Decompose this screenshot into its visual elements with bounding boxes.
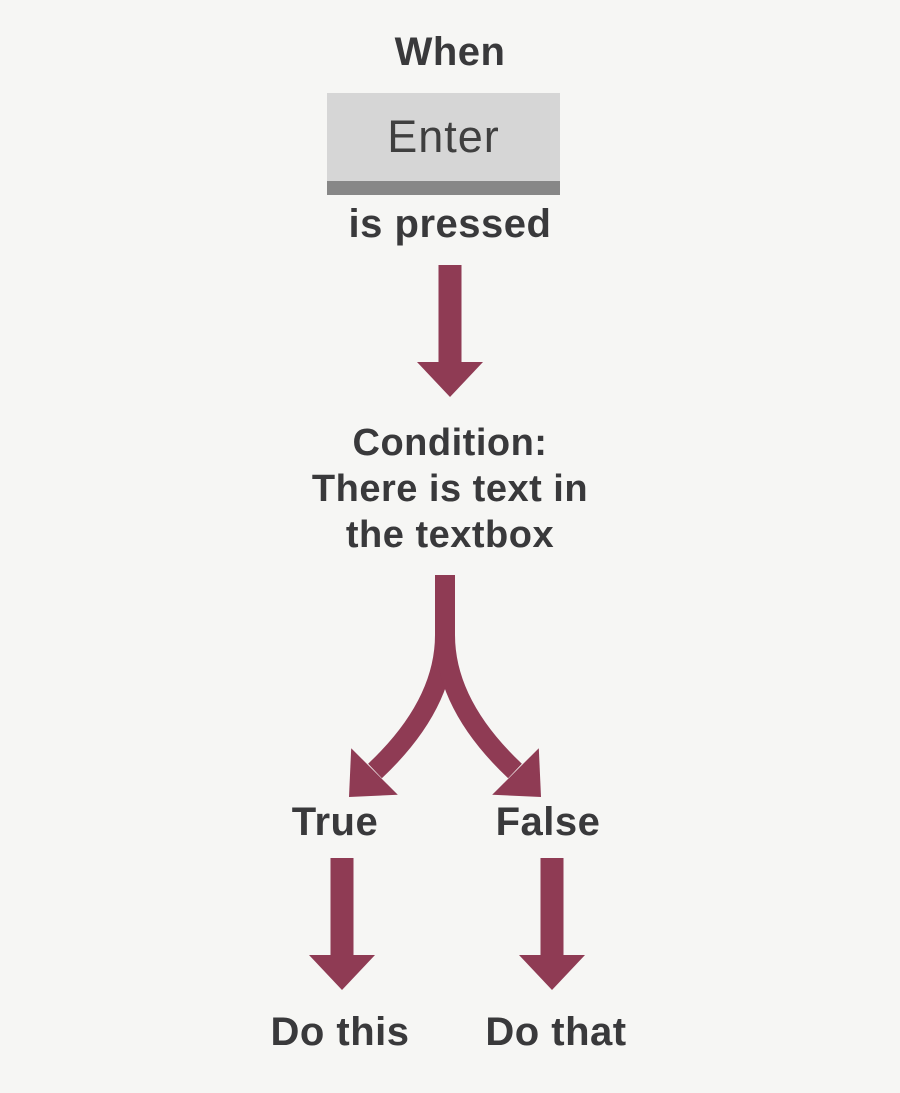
false-down-arrow-icon: [519, 858, 585, 990]
condition-line: There is text in: [311, 468, 589, 510]
false-action-label: Do that: [485, 1010, 627, 1054]
true-label: True: [291, 800, 379, 844]
when-label: When: [394, 30, 506, 74]
enter-key: Enter: [327, 93, 560, 195]
pressed-label: is pressed: [348, 202, 552, 246]
branch-split-arrow-icon: [335, 575, 555, 803]
down-arrow-icon: [417, 265, 483, 397]
enter-key-edge: [327, 181, 560, 195]
condition-line: Condition:: [352, 422, 548, 464]
false-label: False: [495, 800, 601, 844]
condition-text: Condition: There is text in the textbox: [0, 420, 900, 558]
true-down-arrow-icon: [309, 858, 375, 990]
true-action-label: Do this: [270, 1010, 410, 1054]
enter-key-label: Enter: [327, 93, 560, 181]
condition-line: the textbox: [345, 514, 555, 556]
